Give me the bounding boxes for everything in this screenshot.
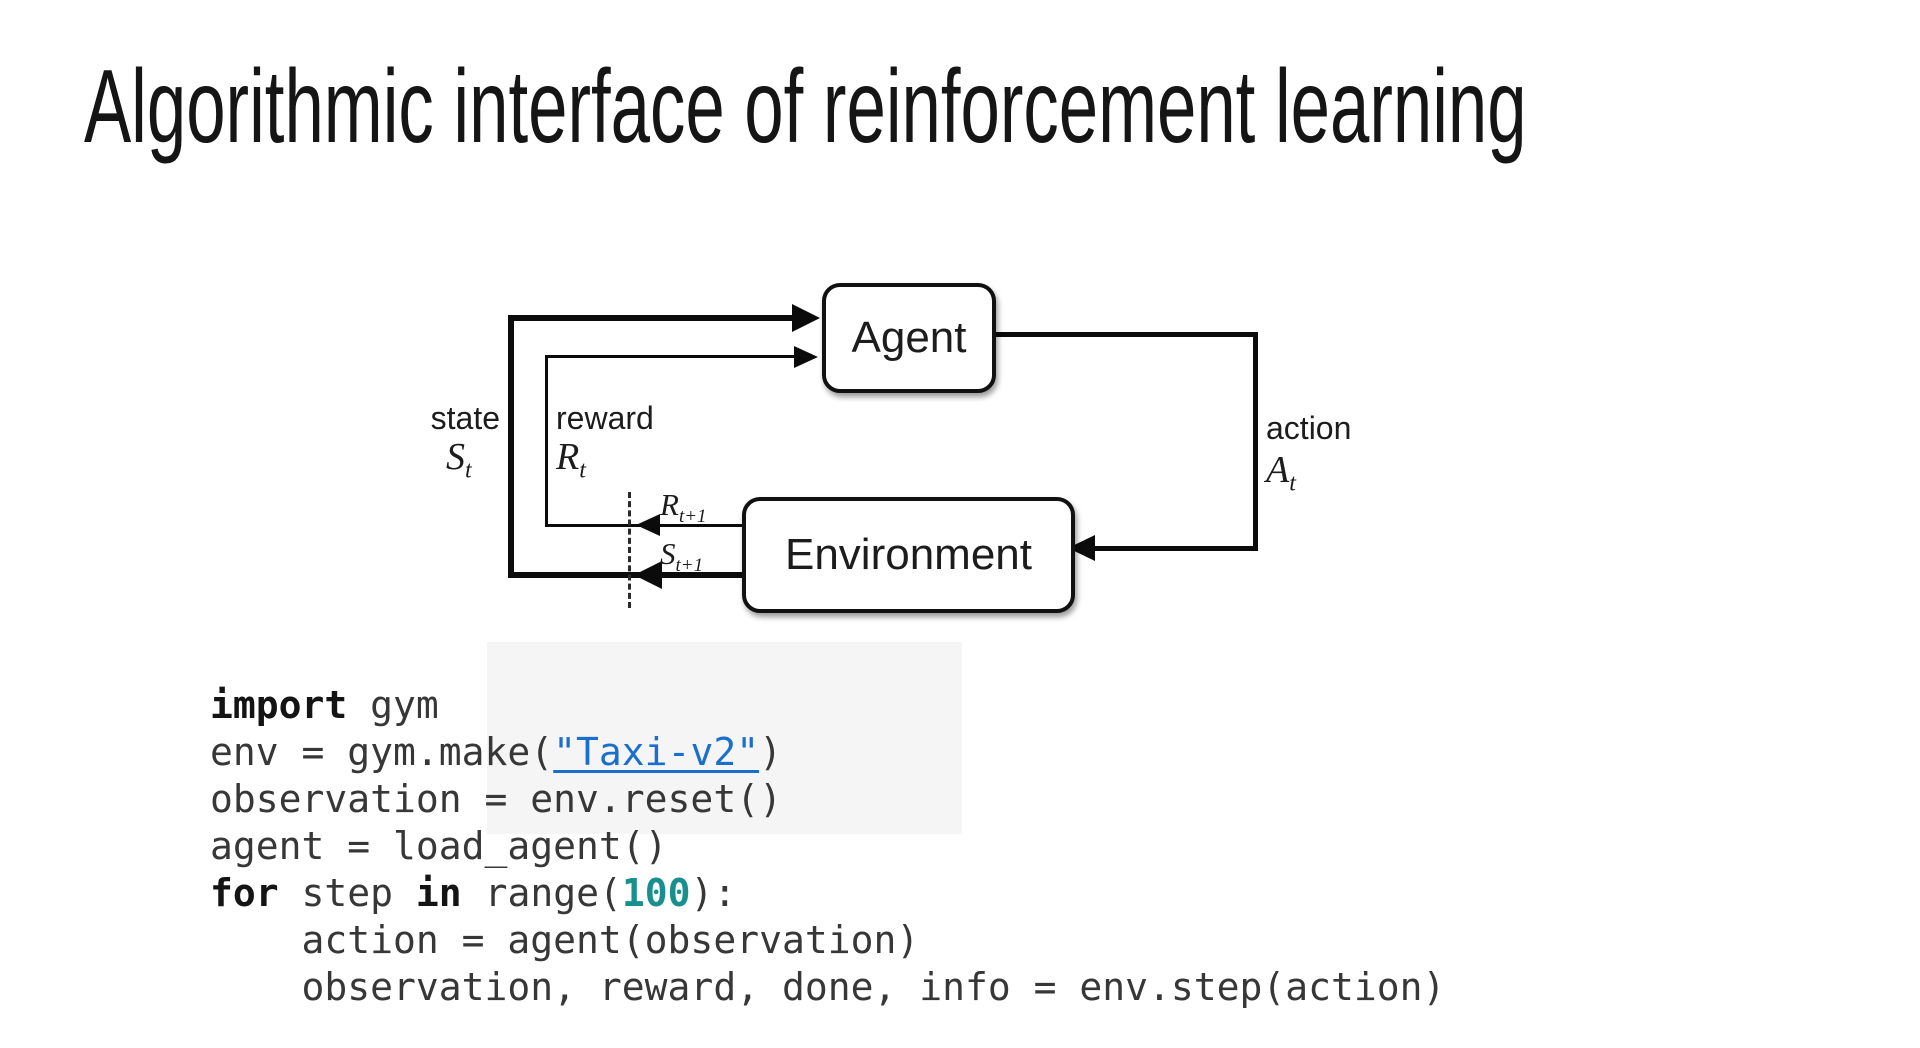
code-text: gym	[347, 683, 439, 727]
code-keyword: import	[210, 683, 348, 727]
code-line: for step in range(100):	[210, 870, 1445, 917]
state-bottom-line	[508, 572, 742, 578]
taxi-v2-link[interactable]: "Taxi-v2"	[553, 730, 760, 774]
code-text: range(	[461, 871, 622, 915]
code-text: observation, reward, done, info = env.st…	[210, 965, 1446, 1009]
action-symbol: At	[1266, 449, 1296, 497]
code-text: action = agent(observation)	[210, 918, 920, 962]
action-bottom-line	[1072, 546, 1258, 551]
code-text: ):	[690, 871, 737, 915]
action-right-line	[1253, 332, 1258, 551]
reward-left-line	[545, 355, 548, 527]
state-symbol: St	[446, 436, 472, 484]
code-line: action = agent(observation)	[210, 917, 1445, 964]
action-label: action	[1266, 410, 1352, 446]
next-reward-symbol: Rt+1	[660, 487, 707, 528]
arrowhead-state-into-agent-icon	[792, 304, 820, 332]
agent-box-label: Agent	[851, 313, 967, 362]
code-text: observation = env.reset()	[210, 777, 782, 821]
slide-title: Algorithmic interface of reinforcement l…	[84, 49, 1527, 165]
code-text: agent = load_agent()	[210, 824, 668, 868]
code-line: import gym	[210, 682, 1445, 729]
code-line: env = gym.make("Taxi-v2")	[210, 729, 1445, 776]
environment-box: Environment	[742, 497, 1075, 613]
code-text: step	[278, 871, 416, 915]
code-keyword: for	[210, 871, 279, 915]
code-text: env = gym.make(	[210, 730, 554, 774]
next-state-symbol: St+1	[660, 536, 704, 577]
arrowhead-next-state-icon	[634, 561, 662, 589]
timestep-dashed-line	[628, 492, 631, 608]
action-top-line	[988, 332, 1258, 337]
agent-box: Agent	[822, 283, 996, 393]
code-line: observation, reward, done, info = env.st…	[210, 964, 1446, 1011]
background-artifact	[487, 642, 962, 834]
code-text: )	[759, 730, 782, 774]
reward-label: reward	[556, 400, 654, 436]
arrowhead-next-reward-icon	[636, 514, 660, 536]
state-left-line	[508, 315, 514, 578]
code-line: observation = env.reset()	[210, 776, 1445, 823]
code-number: 100	[621, 871, 691, 915]
reward-top-line	[545, 355, 797, 358]
reward-symbol: Rt	[556, 436, 586, 484]
arrowhead-reward-into-agent-icon	[794, 346, 818, 368]
code-line: agent = load_agent()	[210, 823, 1445, 870]
code-keyword: in	[415, 871, 462, 915]
state-top-line	[508, 315, 796, 321]
state-label: state	[430, 400, 500, 436]
environment-box-label: Environment	[784, 530, 1032, 579]
